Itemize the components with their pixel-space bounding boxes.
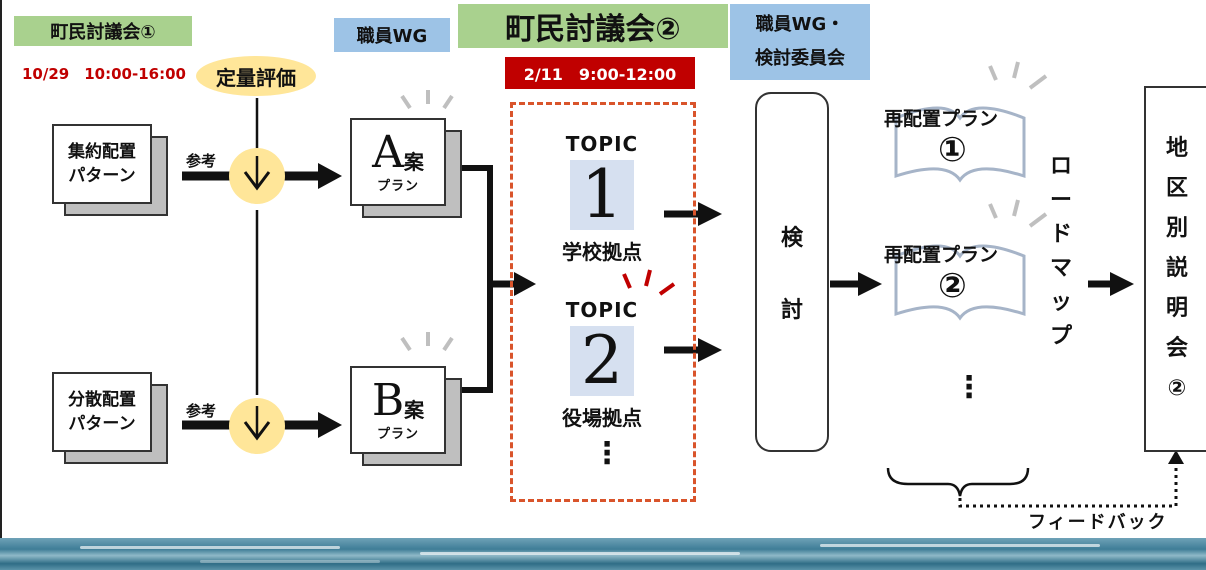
review-box: 検 討 [755,92,829,452]
roadmap-char-6: プ [1049,324,1072,349]
left-border [0,0,2,540]
staff-wg-committee-label: 職員WG・ 検討委員会 [730,4,870,80]
distributed-pattern-doc: 分散配置 パターン [52,372,168,464]
quant-eval-oval: 定量評価 [196,56,316,96]
roadmap-char-2: ー [1049,188,1072,213]
forum2-label: 町民討議会② [458,4,728,48]
topics-ellipsis: ⋮ [592,436,622,471]
district-char-7: ② [1167,376,1187,401]
plan-b-letter: B [371,374,405,426]
distributed-pattern-line2: パターン [68,414,136,434]
topic-1-number: 1 [570,160,634,230]
topic-2-label: TOPIC [565,298,639,322]
forum1-date: 10/29 10:00-16:00 [22,65,186,83]
district-char-3: 別 [1165,216,1188,241]
concentrated-pattern-line2: パターン [68,166,136,186]
staff-wg-label: 職員WG [334,18,450,52]
forum1-label: 町民討議会① [14,16,192,46]
roadmap-char-4: マ [1049,256,1072,281]
roadmap-label: ロ ー ド マ ッ プ [1046,150,1076,354]
reference-label-1: 参考 [186,152,217,170]
down-arrow-icon [243,156,271,191]
plan-b-caption: プラン [376,426,419,442]
topic-2-name: 役場拠点 [562,406,642,430]
concentrated-pattern-doc: 集約配置 パターン [52,124,168,216]
topic-2-number: 2 [570,326,634,396]
district-char-6: 会 [1165,336,1188,361]
concentrated-pattern-line1: 集約配置 [68,142,136,162]
plan-b-doc: B 案 プラン [350,366,462,466]
plan-b-an: 案 [404,397,425,422]
down-arrow-icon [243,406,271,441]
plan-a-doc: A 案 プラン [350,118,462,218]
plans-ellipsis: ⋮ [954,370,984,405]
topic-1-label: TOPIC [565,132,639,156]
district-briefing-box: 地 区 別 説 明 会 ② [1144,86,1206,452]
roadmap-char-3: ド [1049,222,1072,247]
review-char-2: 討 [780,298,803,323]
reference-label-2: 参考 [186,402,217,420]
district-char-5: 明 [1165,296,1188,321]
topic-1-name: 学校拠点 [562,240,642,264]
district-briefing-label: 地 区 別 説 明 会 ② [1166,129,1188,409]
district-char-1: 地 [1165,136,1188,161]
relocation-plan-1-number: ① [938,130,967,170]
forum2-date-badge: 2/11 9:00-12:00 [505,57,695,89]
distributed-pattern-line1: 分散配置 [68,390,136,410]
district-char-4: 説 [1165,256,1188,281]
feedback-label: フィードバック [1028,512,1168,533]
topics-dashed-box [510,102,696,502]
roadmap-char-1: ロ [1049,154,1072,179]
review-char-1: 検 [780,226,803,251]
district-char-2: 区 [1165,176,1188,201]
flow-connectors [182,61,1184,508]
plan-a-caption: プラン [376,178,419,194]
roadmap-char-5: ッ [1049,290,1072,315]
staff-wg-committee-line1: 職員WG・ [755,14,845,35]
staff-wg-committee-line2: 検討委員会 [755,48,845,69]
plan-a-letter: A [372,126,404,178]
relocation-plan-2-label: 再配置プラン [884,244,999,266]
plan-a-an: 案 [403,149,424,174]
sea-banner [0,538,1206,570]
relocation-plan-2-number: ② [938,266,967,306]
relocation-plan-1-label: 再配置プラン [884,108,999,130]
